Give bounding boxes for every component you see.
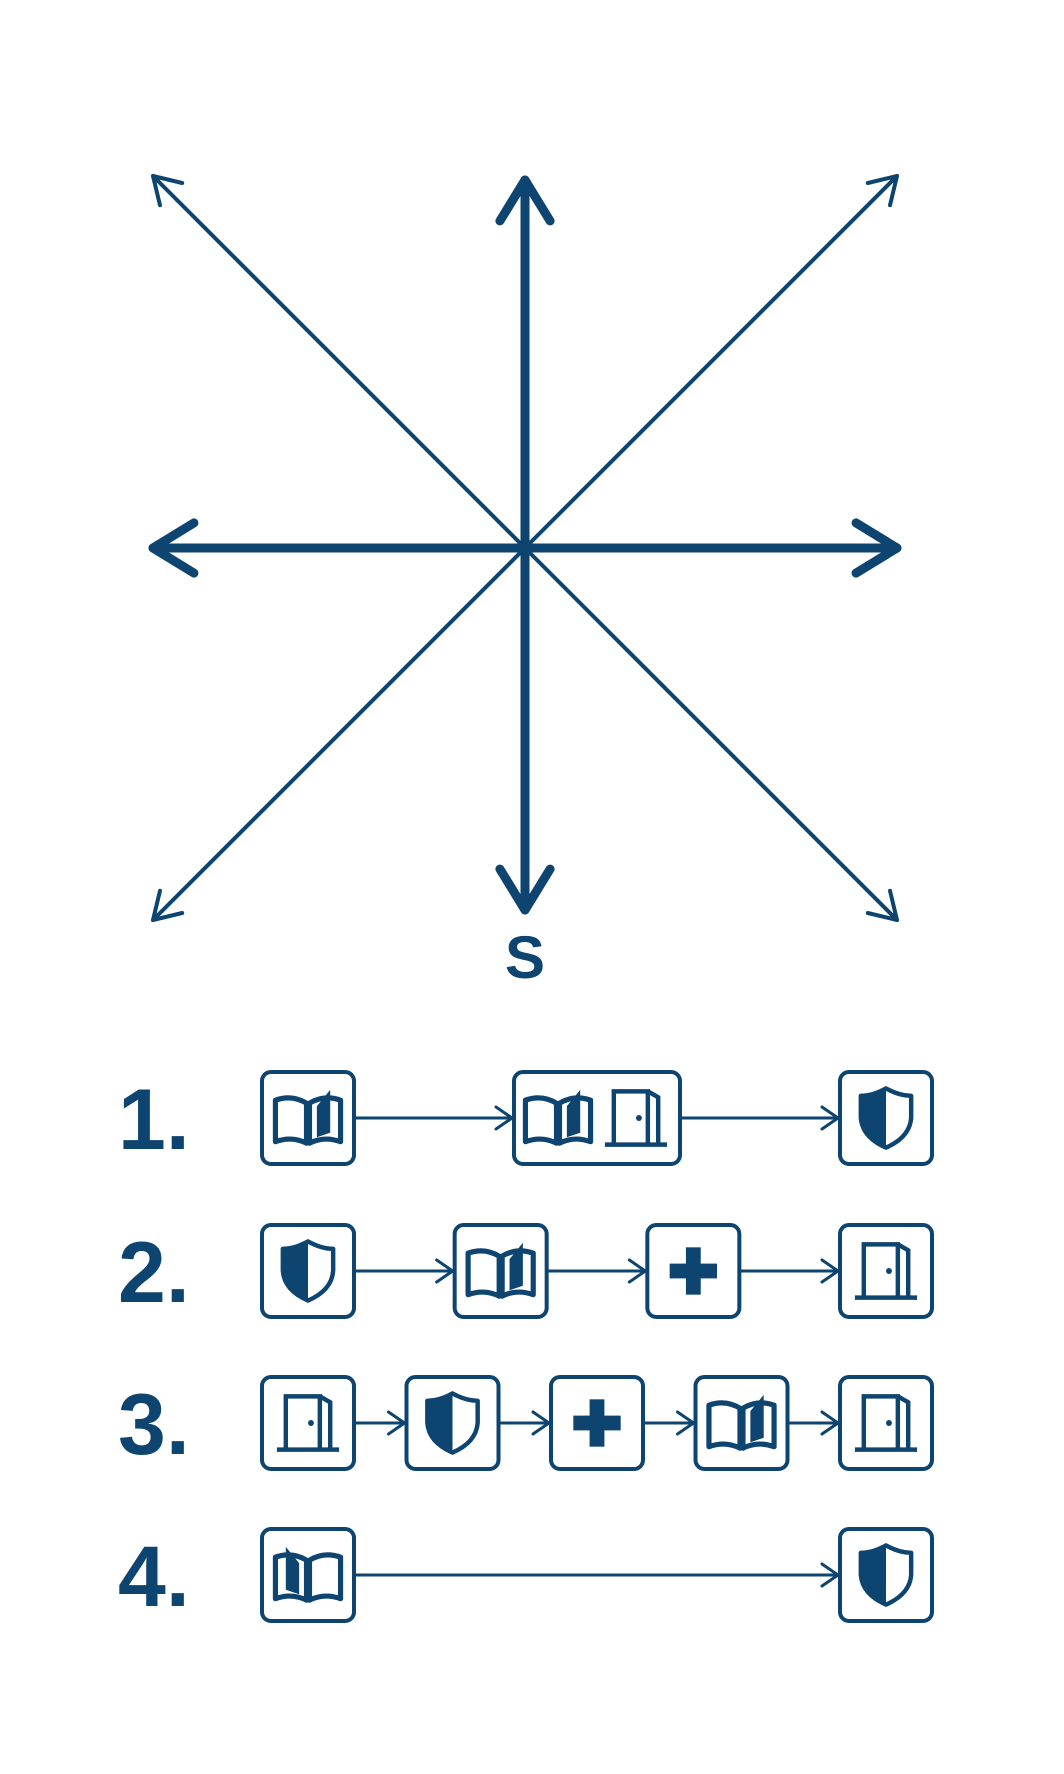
sequence-row: 4. bbox=[118, 1527, 934, 1625]
step-box bbox=[260, 1070, 356, 1166]
book-icon bbox=[465, 1242, 536, 1299]
sequence-arrow bbox=[354, 1410, 406, 1436]
book-icon bbox=[522, 1089, 594, 1146]
sequence-row: 3. bbox=[118, 1375, 934, 1473]
compass-arrow-down-right bbox=[523, 546, 899, 922]
compass-south-label: S bbox=[505, 924, 545, 991]
door-icon bbox=[854, 1242, 918, 1300]
sequence-number: 3. bbox=[118, 1377, 190, 1473]
book-icon bbox=[706, 1394, 777, 1451]
step-box bbox=[260, 1375, 356, 1471]
compass-arrow-down-left bbox=[151, 546, 527, 922]
compass-arrow-left bbox=[148, 518, 530, 578]
compass-arrow-up bbox=[495, 175, 555, 553]
step-box bbox=[645, 1223, 742, 1319]
door-icon bbox=[604, 1089, 668, 1147]
step-box bbox=[838, 1375, 934, 1471]
step-box bbox=[260, 1527, 356, 1623]
step-box bbox=[512, 1070, 682, 1166]
step-box bbox=[549, 1375, 645, 1471]
compass-arrow-down bbox=[495, 543, 555, 915]
step-box bbox=[838, 1070, 934, 1166]
sequence-arrow bbox=[787, 1410, 840, 1436]
book-icon bbox=[272, 1089, 344, 1146]
sequence-arrow bbox=[354, 1105, 514, 1131]
sequence-arrow bbox=[739, 1258, 840, 1284]
shield-icon bbox=[425, 1391, 480, 1455]
shield-icon bbox=[858, 1543, 914, 1607]
sequence-list: 1. 2. 3. 4. bbox=[118, 1070, 934, 1625]
compass-rose bbox=[148, 174, 902, 922]
compass-arrow-up-left bbox=[151, 174, 527, 550]
book-flipped-icon bbox=[272, 1546, 344, 1603]
compass-arrow-right bbox=[520, 518, 902, 578]
sequence-arrow bbox=[546, 1258, 647, 1284]
shield-icon bbox=[858, 1086, 914, 1150]
sequence-arrow bbox=[354, 1258, 455, 1284]
plus-icon bbox=[573, 1399, 621, 1447]
step-box bbox=[693, 1375, 790, 1471]
step-box bbox=[838, 1223, 934, 1319]
sequence-arrow bbox=[498, 1410, 551, 1436]
door-icon bbox=[854, 1394, 918, 1452]
compass-arrow-up-right bbox=[523, 174, 899, 550]
step-box bbox=[452, 1223, 549, 1319]
sequence-row: 2. bbox=[118, 1223, 934, 1321]
sequence-arrow bbox=[354, 1562, 840, 1588]
step-box bbox=[260, 1223, 356, 1319]
step-box bbox=[838, 1527, 934, 1623]
sequence-number: 1. bbox=[118, 1072, 190, 1168]
shield-icon bbox=[280, 1239, 336, 1303]
door-icon bbox=[276, 1394, 340, 1452]
sequence-row: 1. bbox=[118, 1070, 934, 1168]
sequence-arrow bbox=[643, 1410, 695, 1436]
sequence-number: 4. bbox=[118, 1529, 190, 1625]
step-box bbox=[404, 1375, 501, 1471]
sequence-number: 2. bbox=[118, 1225, 190, 1321]
sequence-arrow bbox=[680, 1105, 840, 1131]
plus-icon bbox=[669, 1247, 718, 1295]
